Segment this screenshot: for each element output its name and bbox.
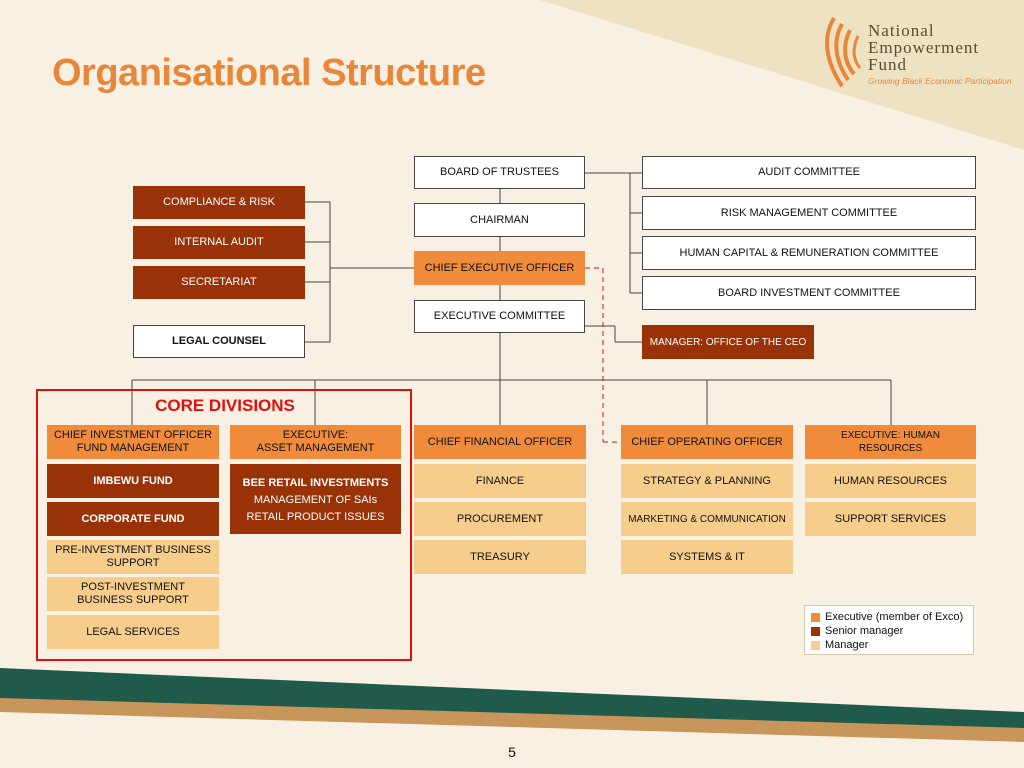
pre-investment-support-box[interactable]: PRE-INVESTMENT BUSINESS SUPPORT (47, 540, 219, 574)
executive-committee-box[interactable]: EXECUTIVE COMMITTEE (414, 300, 585, 333)
logo-line-2: Empowerment (868, 38, 980, 57)
marketing-communication-box[interactable]: MARKETING & COMMUNICATION (621, 502, 793, 536)
core-divisions-label: CORE DIVISIONS (155, 396, 295, 415)
strategy-planning-box[interactable]: STRATEGY & PLANNING (621, 464, 793, 498)
risk-committee-box[interactable]: RISK MANAGEMENT COMMITTEE (642, 196, 976, 230)
core-divisions-frame (36, 389, 412, 661)
page-title: Organisational Structure (52, 52, 486, 94)
exec-asset-management-box[interactable]: EXECUTIVE: ASSET MANAGEMENT (230, 425, 401, 459)
cio-line-1: CHIEF INVESTMENT OFFICER (53, 429, 213, 441)
bee-retail-box[interactable]: BEE RETAIL INVESTMENTS MANAGEMENT OF SAI… (230, 464, 401, 534)
support-services-box[interactable]: SUPPORT SERVICES (805, 502, 976, 536)
internal-audit-box[interactable]: INTERNAL AUDIT (133, 226, 305, 259)
cio-line-2: FUND MANAGEMENT (76, 442, 190, 454)
page-number: 5 (508, 744, 516, 760)
legend-swatch-senior (811, 626, 820, 636)
human-resources-box[interactable]: HUMAN RESOURCES (805, 464, 976, 498)
post-investment-support-box[interactable]: POST-INVESTMENT BUSINESS SUPPORT (47, 577, 219, 611)
corporate-fund-box[interactable]: CORPORATE FUND (47, 502, 219, 536)
cio-box[interactable]: CHIEF INVESTMENT OFFICER FUND MANAGEMENT (47, 425, 219, 459)
finance-box[interactable]: FINANCE (414, 464, 586, 498)
exec-am-line-2: ASSET MANAGEMENT (256, 442, 375, 454)
legend-row-executive: Executive (member of Exco) (811, 610, 967, 624)
bee-retail-title: BEE RETAIL INVESTMENTS (242, 477, 389, 489)
logo-tagline: Growing Black Economic Participation (868, 76, 1012, 86)
secretariat-box[interactable]: SECRETARIAT (133, 266, 305, 299)
legal-counsel-box[interactable]: LEGAL COUNSEL (133, 325, 305, 358)
procurement-box[interactable]: PROCUREMENT (414, 502, 586, 536)
legend-swatch-executive (811, 612, 820, 622)
retail-product-text: RETAIL PRODUCT ISSUES (246, 511, 385, 523)
legend: Executive (member of Exco) Senior manage… (804, 605, 974, 655)
audit-committee-box[interactable]: AUDIT COMMITTEE (642, 156, 976, 189)
legend-row-manager: Manager (811, 638, 967, 652)
legend-label-manager: Manager (825, 639, 869, 651)
office-of-ceo-box[interactable]: MANAGER: OFFICE OF THE CEO (642, 325, 814, 359)
hcr-committee-box[interactable]: HUMAN CAPITAL & REMUNERATION COMMITTEE (642, 236, 976, 270)
legend-label-senior: Senior manager (825, 625, 904, 637)
compliance-risk-box[interactable]: COMPLIANCE & RISK (133, 186, 305, 219)
sais-text: MANAGEMENT OF SAIs (253, 494, 378, 506)
treasury-box[interactable]: TREASURY (414, 540, 586, 574)
fund-logo-icon (825, 16, 862, 88)
ceo-box[interactable]: CHIEF EXECUTIVE OFFICER (414, 251, 585, 285)
legend-row-senior: Senior manager (811, 624, 967, 638)
exec-am-line-1: EXECUTIVE: (282, 429, 349, 441)
coo-box[interactable]: CHIEF OPERATING OFFICER (621, 425, 793, 459)
legal-services-box[interactable]: LEGAL SERVICES (47, 615, 219, 649)
systems-it-box[interactable]: SYSTEMS & IT (621, 540, 793, 574)
investment-committee-box[interactable]: BOARD INVESTMENT COMMITTEE (642, 276, 976, 310)
logo-wordmark: National Empowerment Fund (868, 22, 979, 73)
board-of-trustees-box[interactable]: BOARD OF TRUSTEES (414, 156, 585, 189)
exec-hr-box[interactable]: EXECUTIVE: HUMAN RESOURCES (805, 425, 976, 459)
logo-line-3: Fund (868, 55, 907, 74)
legend-label-executive: Executive (member of Exco) (825, 611, 964, 623)
chairman-box[interactable]: CHAIRMAN (414, 203, 585, 237)
logo-line-1: National (868, 21, 935, 40)
imbewu-fund-box[interactable]: IMBEWU FUND (47, 464, 219, 498)
cfo-box[interactable]: CHIEF FINANCIAL OFFICER (414, 425, 586, 459)
legend-swatch-manager (811, 640, 820, 650)
